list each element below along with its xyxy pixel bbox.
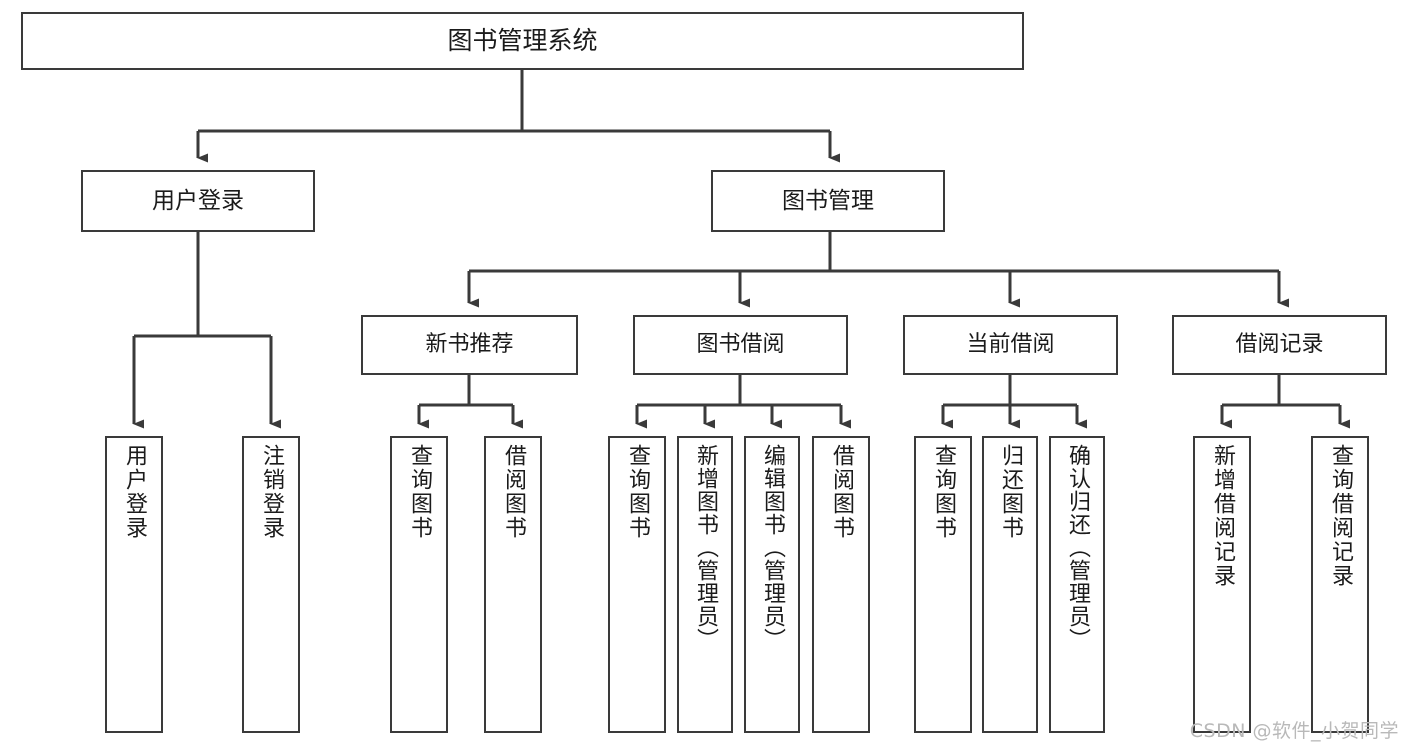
node-label: 查询图书: [931, 444, 956, 540]
node-label: 新增借阅记录: [1210, 444, 1235, 588]
leaf-current-confirm-return-admin[interactable]: 确认归还（管理员）: [1049, 436, 1105, 733]
node-label: 查询借阅记录: [1328, 444, 1353, 588]
leaf-current-return-book[interactable]: 归还图书: [982, 436, 1038, 733]
node-label: 借阅图书: [829, 444, 854, 540]
node-label: 注销登录: [259, 444, 284, 540]
node-label: 归还图书: [998, 444, 1023, 540]
leaf-records-query-record[interactable]: 查询借阅记录: [1311, 436, 1369, 733]
node-label: 查询图书: [407, 444, 432, 540]
leaf-recommend-query-book[interactable]: 查询图书: [390, 436, 448, 733]
leaf-borrow-query-book[interactable]: 查询图书: [608, 436, 666, 733]
leaf-user-login-logout[interactable]: 注销登录: [242, 436, 300, 733]
node-label: 新增图书（管理员）: [693, 444, 718, 651]
node-borrow-records[interactable]: 借阅记录: [1172, 315, 1387, 375]
node-label: 图书管理系统: [447, 26, 598, 56]
node-label: 新书推荐: [425, 332, 514, 358]
node-label: 查询图书: [625, 444, 650, 540]
node-user-login[interactable]: 用户登录: [81, 170, 315, 232]
node-label: 借阅记录: [1235, 332, 1324, 358]
node-label: 借阅图书: [501, 444, 526, 540]
leaf-borrow-add-book-admin[interactable]: 新增图书（管理员）: [677, 436, 733, 733]
node-label: 当前借阅: [966, 332, 1055, 358]
node-label: 用户登录: [152, 187, 244, 214]
leaf-current-query-book[interactable]: 查询图书: [914, 436, 972, 733]
node-book-borrow[interactable]: 图书借阅: [633, 315, 848, 375]
node-label: 图书借阅: [696, 332, 785, 358]
node-book-management[interactable]: 图书管理: [711, 170, 945, 232]
leaf-borrow-borrow-book[interactable]: 借阅图书: [812, 436, 870, 733]
leaf-borrow-edit-book-admin[interactable]: 编辑图书（管理员）: [744, 436, 800, 733]
node-root-system[interactable]: 图书管理系统: [21, 12, 1024, 70]
node-label: 确认归还（管理员）: [1065, 444, 1090, 651]
leaf-recommend-borrow-book[interactable]: 借阅图书: [484, 436, 542, 733]
csdn-watermark: CSDN @软件_小贺同学: [1189, 720, 1399, 742]
node-new-book-recommend[interactable]: 新书推荐: [361, 315, 578, 375]
node-label: 用户登录: [122, 444, 147, 540]
node-label: 图书管理: [782, 187, 874, 214]
node-current-borrow[interactable]: 当前借阅: [903, 315, 1118, 375]
leaf-user-login-login[interactable]: 用户登录: [105, 436, 163, 733]
node-label: 编辑图书（管理员）: [760, 444, 785, 651]
leaf-records-add-record[interactable]: 新增借阅记录: [1193, 436, 1251, 733]
